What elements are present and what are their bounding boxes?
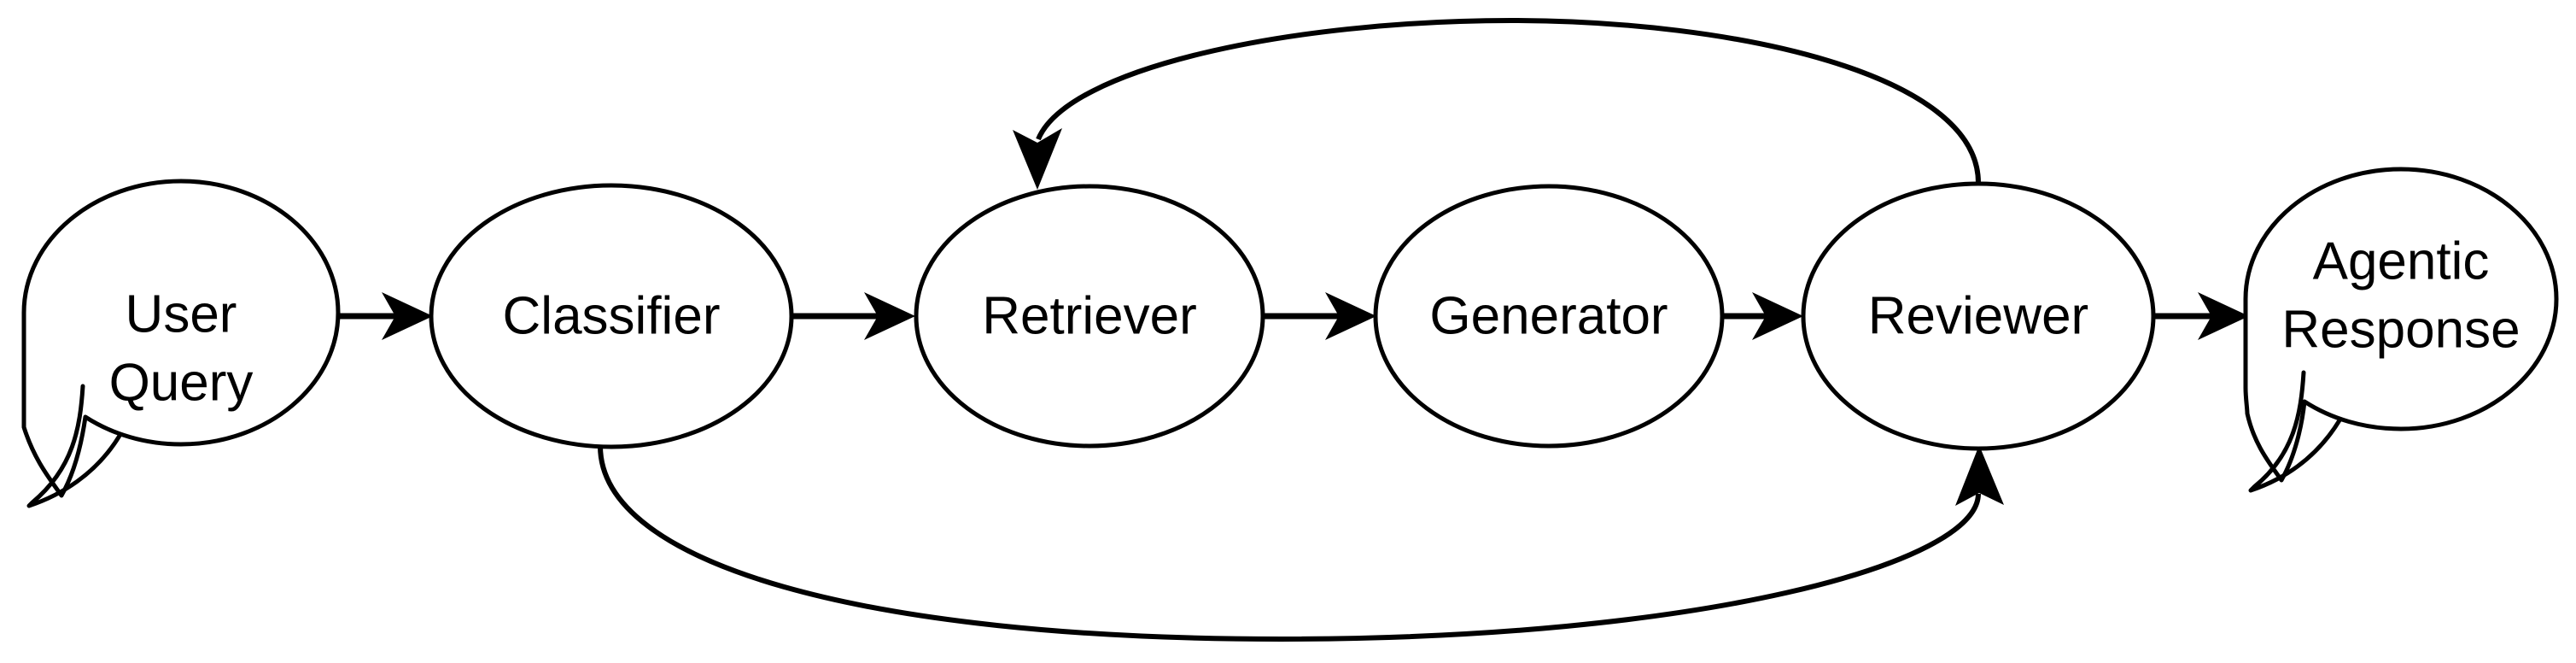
edge-classifier-to-reviewer-bypass — [598, 445, 2004, 642]
reviewer-label: Reviewer — [1868, 286, 2088, 345]
user-query-label-line1: User — [126, 285, 237, 343]
edge-reviewer-to-retriever-feedback — [1013, 17, 1981, 190]
retriever-to-generator-arrowhead — [1325, 292, 1376, 340]
agentic-response-bubble-shape — [2243, 167, 2559, 483]
node-retriever[interactable]: Retriever — [914, 184, 1265, 449]
classifier-label: Classifier — [503, 286, 721, 345]
bypass-arc-bottom-path — [598, 445, 1981, 642]
agentic-response-label-line1: Agentic — [2313, 232, 2490, 290]
bypass-arc-bottom-arrowhead — [1955, 445, 2004, 506]
node-generator[interactable]: Generator — [1373, 184, 1725, 449]
edge-generator-to-reviewer — [1722, 292, 1803, 340]
generator-label: Generator — [1429, 286, 1668, 345]
edge-reviewer-to-agentic-response — [2153, 292, 2249, 340]
agentic-response-label-line2: Response — [2281, 300, 2520, 359]
node-classifier[interactable]: Classifier — [429, 183, 794, 449]
user-query-bubble-tail — [26, 384, 122, 508]
feedback-arc-top-arrowhead — [1013, 128, 1062, 190]
edge-classifier-to-retriever — [791, 292, 915, 340]
edge-user-query-to-classifier — [338, 292, 433, 340]
feedback-arc-top-path — [1036, 17, 1981, 184]
node-user-query[interactable]: User Query — [21, 179, 341, 508]
node-agentic-response[interactable]: Agentic Response — [2243, 167, 2559, 493]
reviewer-to-agentic-response-arrowhead — [2198, 292, 2249, 340]
generator-to-reviewer-arrowhead — [1752, 292, 1803, 340]
user-query-label-line2: Query — [109, 353, 254, 412]
retriever-label: Retriever — [982, 286, 1197, 345]
classifier-to-retriever-arrowhead — [864, 292, 915, 340]
user-query-to-classifier-arrowhead — [382, 292, 433, 340]
user-query-bubble-shape — [21, 179, 341, 498]
node-reviewer[interactable]: Reviewer — [1801, 181, 2156, 451]
edge-retriever-to-generator — [1263, 292, 1376, 340]
agentic-response-bubble-tail — [2248, 370, 2342, 493]
